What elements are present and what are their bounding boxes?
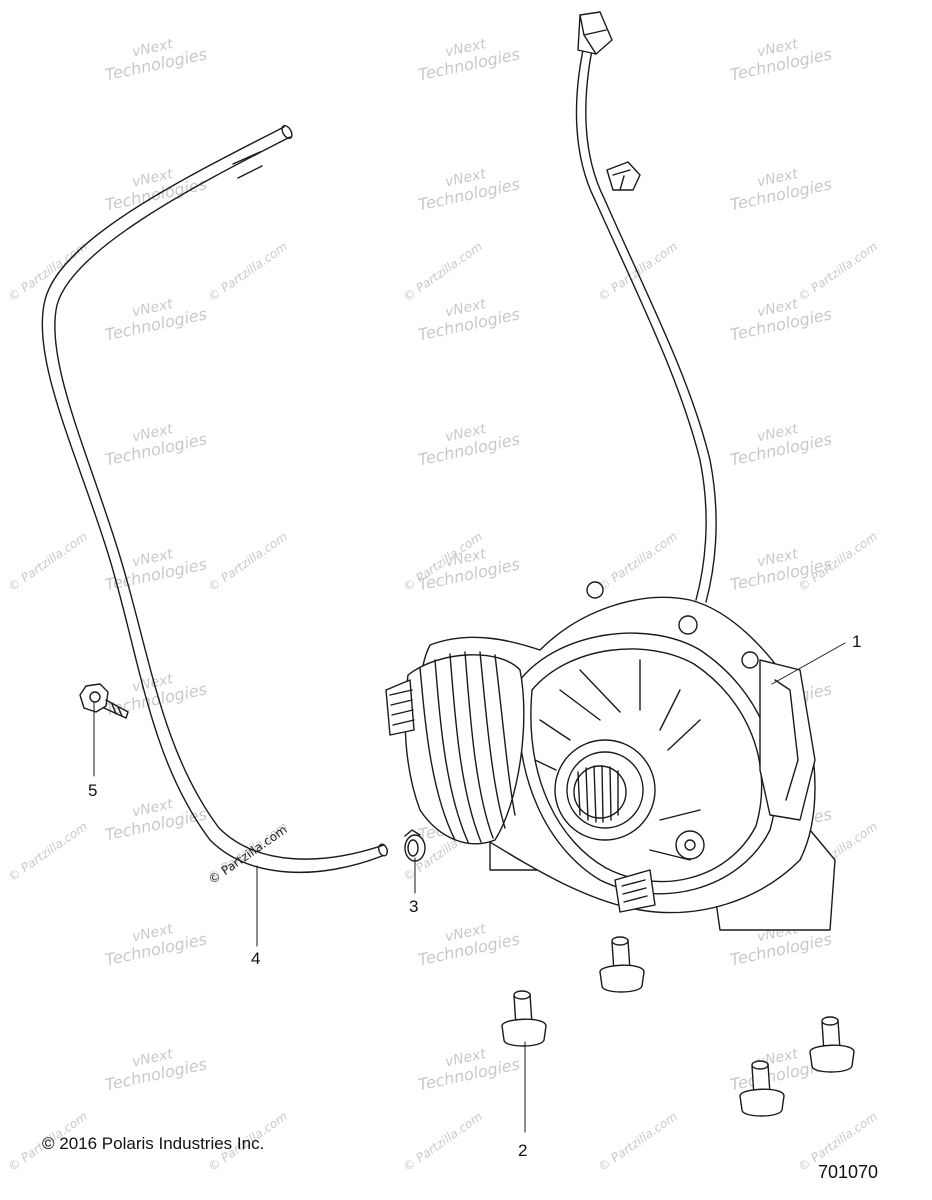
bolt-lower-left <box>739 1060 785 1117</box>
bolt-upper <box>599 936 645 993</box>
site-watermark: © Partzilla.com <box>796 239 880 304</box>
copyright-notice: © 2016 Polaris Industries Inc. <box>42 1134 265 1153</box>
vent-hose <box>41 124 388 874</box>
tube-clip <box>606 161 641 191</box>
leader-1 <box>771 642 846 685</box>
site-watermark: © Partzilla.com <box>401 239 485 304</box>
drawing-number: 701070 <box>818 1162 879 1182</box>
site-watermark: © Partzilla.com <box>6 529 90 594</box>
hose-clamp-3 <box>404 829 426 862</box>
callout-5: 5 <box>88 781 98 800</box>
hose-clip-5 <box>79 683 129 719</box>
site-watermark: © Partzilla.com <box>596 529 680 594</box>
site-watermark: © Partzilla.com <box>596 1109 680 1174</box>
upper-vent-tube <box>575 11 717 603</box>
gearcase-housing <box>385 581 836 931</box>
site-watermark: © Partzilla.com <box>206 239 290 304</box>
callout-2: 2 <box>518 1141 528 1160</box>
callout-4: 4 <box>251 949 261 968</box>
site-watermark: © Partzilla.com <box>6 819 90 884</box>
bolt-lower-right <box>809 1016 855 1073</box>
site-watermark: © Partzilla.com <box>401 1109 485 1174</box>
callout-1: 1 <box>852 632 862 651</box>
leader-lines <box>93 642 846 1133</box>
site-watermark: © Partzilla.com <box>206 529 290 594</box>
callout-3: 3 <box>409 897 419 916</box>
site-watermark-dark: © Partzilla.com <box>206 822 290 887</box>
bolt-middle <box>501 990 547 1047</box>
